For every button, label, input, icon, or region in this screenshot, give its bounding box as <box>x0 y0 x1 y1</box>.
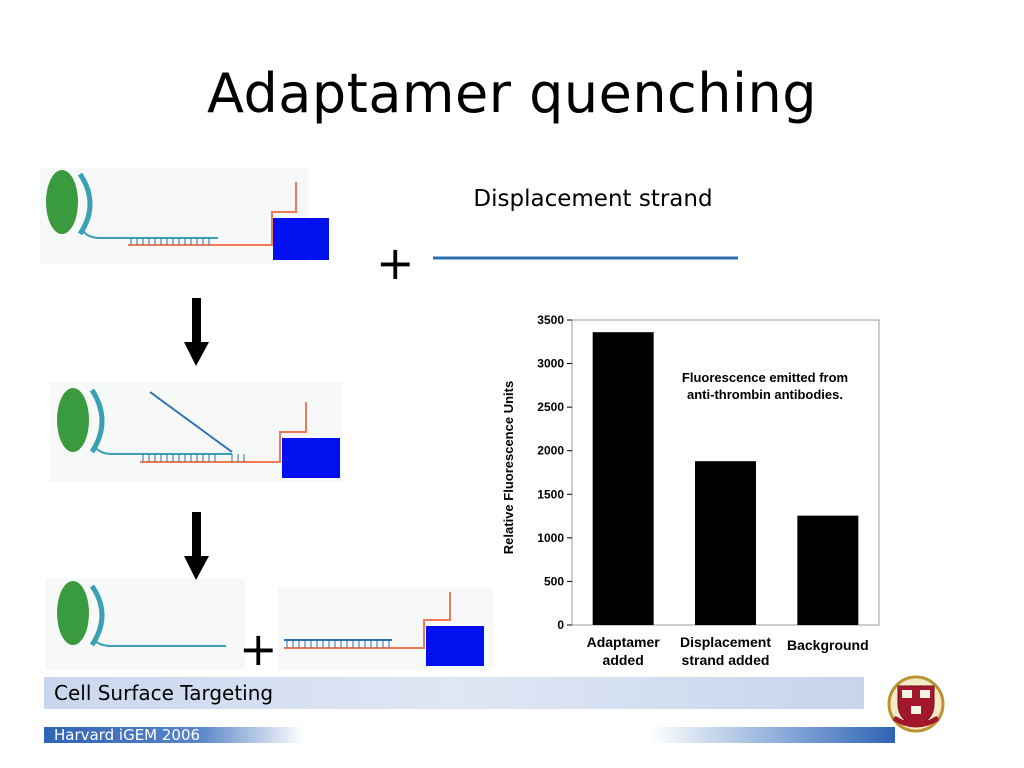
x-tick-label: Background <box>787 637 869 653</box>
down-arrow-1-icon <box>184 298 209 366</box>
linker <box>276 402 307 463</box>
footer-section-title: Cell Surface Targeting <box>54 681 274 705</box>
cell <box>57 581 89 645</box>
y-tick-label: 0 <box>557 618 564 632</box>
displacement-strand-label: Displacement strand <box>473 186 713 212</box>
footer-bar <box>44 677 864 709</box>
panel-3-cell-complex <box>57 581 226 647</box>
antibody-strand <box>93 639 226 647</box>
y-tick-label: 1500 <box>537 487 564 501</box>
base-pairs <box>130 238 210 245</box>
plus-sign-top: + <box>376 236 415 290</box>
plus-sign-bottom: + <box>239 622 278 676</box>
y-tick-label: 1000 <box>537 531 564 545</box>
panel-2-cell-complex <box>57 388 340 478</box>
cell <box>46 170 78 234</box>
fluorophore <box>426 626 484 666</box>
base-pairs <box>286 640 390 648</box>
footer-strip <box>44 727 304 743</box>
bar <box>797 515 859 625</box>
membrane-arc <box>77 172 93 236</box>
fluorophore <box>273 218 329 260</box>
displacing-strand <box>149 391 233 453</box>
antibody-strand <box>93 445 140 455</box>
linker <box>268 182 297 246</box>
down-arrow-2-icon <box>184 512 209 580</box>
y-tick-label: 2000 <box>537 444 564 458</box>
bar <box>592 332 654 625</box>
base-pairs <box>142 454 245 462</box>
y-tick-label: 2500 <box>537 400 564 414</box>
panel-1-cell-complex <box>46 170 329 260</box>
cell <box>57 388 89 452</box>
harvard-shield-logo <box>887 675 945 733</box>
footer-organization: Harvard iGEM 2006 <box>54 726 201 744</box>
bar <box>695 461 756 625</box>
slide-title: Adaptamer quenching <box>207 62 817 125</box>
fluorophore <box>282 438 340 478</box>
released-duplex <box>284 592 484 666</box>
y-axis-label: Relative Fluorescence Units <box>501 381 516 554</box>
footer-strip-right <box>650 727 895 743</box>
linker <box>420 592 451 649</box>
membrane-arc <box>89 584 105 647</box>
y-tick-label: 3500 <box>537 313 564 327</box>
antibody-strand <box>81 229 128 239</box>
panel-1-bg <box>40 168 308 264</box>
y-tick-label: 3000 <box>537 357 564 371</box>
y-tick-label: 500 <box>544 574 564 588</box>
